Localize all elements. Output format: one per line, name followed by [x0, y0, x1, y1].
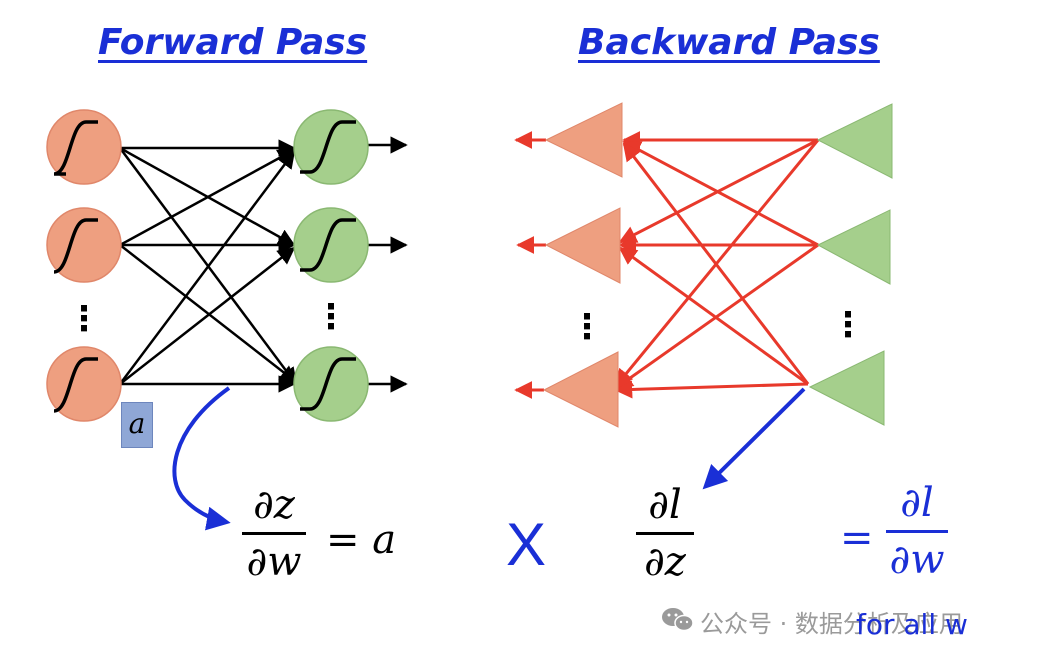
for-all-w-label: for all w: [856, 608, 968, 641]
sigmoid-icon: [53, 357, 98, 413]
equals-sign: =: [840, 515, 874, 561]
equals-a: = a: [326, 517, 397, 563]
ellipsis-backward-right: ⋮: [831, 305, 865, 345]
fraction-numerator: ∂l: [900, 480, 934, 526]
fraction-dl-dz: ∂l ∂z: [636, 482, 694, 585]
ellipsis-output: ⋮: [314, 297, 348, 337]
forward-pass-title: Forward Pass: [98, 22, 368, 63]
fraction-denominator: ∂w: [889, 537, 945, 583]
fraction-numerator: ∂z: [253, 482, 295, 528]
backward-input-triangle-2: [544, 207, 621, 284]
watermark-text: 公众号 · 数据分析及应用: [700, 610, 963, 638]
fraction-numerator: ∂l: [648, 482, 682, 528]
fraction-bar: [636, 532, 694, 535]
output-neuron-1: [293, 109, 369, 185]
ellipsis-backward-left: ⋮: [570, 307, 604, 347]
backward-output-triangle-2: [816, 209, 891, 285]
sigmoid-icon: [53, 120, 98, 176]
fraction-denominator: ∂z: [644, 539, 686, 585]
fraction-denominator: ∂w: [246, 539, 302, 585]
backward-output-triangle-3: [808, 350, 885, 426]
backward-input-triangle-3: [542, 351, 619, 428]
backward-output-triangle-1: [816, 103, 893, 179]
sigmoid-icon: [300, 218, 356, 272]
activation-label: a: [121, 402, 153, 448]
fraction-dz-dw: ∂z ∂w: [242, 482, 306, 585]
backward-pointer-arrow: [702, 387, 806, 490]
backward-pass-title: Backward Pass: [578, 22, 880, 63]
sigmoid-icon: [53, 218, 98, 274]
sigmoid-icon: [300, 357, 356, 411]
input-neuron-2: [46, 207, 122, 283]
sigmoid-icon: [300, 120, 356, 174]
backward-input-triangle-1: [544, 102, 623, 178]
wechat-icon: [662, 608, 694, 632]
backward-edges: [514, 131, 820, 399]
input-neuron-3: [46, 346, 122, 422]
output-neuron-3: [293, 346, 369, 422]
multiply-sign: X: [506, 511, 547, 578]
fraction-dl-dw: ∂l ∂w: [886, 480, 948, 583]
input-neuron-1: [46, 109, 122, 185]
ellipsis-input: ⋮: [67, 299, 101, 339]
forward-pointer-arrow: [172, 386, 231, 531]
watermark: 公众号 · 数据分析及应用: [662, 604, 963, 639]
fraction-bar: [242, 532, 306, 535]
forward-edges: [118, 136, 408, 393]
fraction-bar: [886, 530, 948, 533]
output-neuron-2: [293, 207, 369, 283]
